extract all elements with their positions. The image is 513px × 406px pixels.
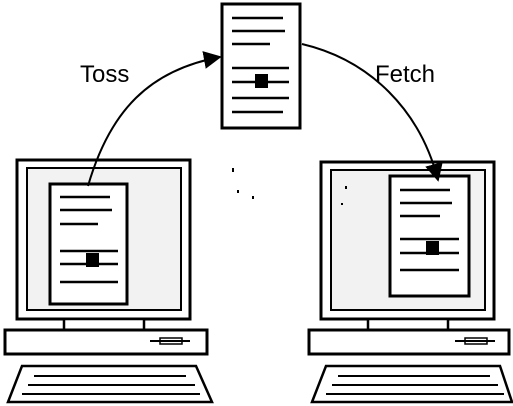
left-document-icon [48, 182, 129, 306]
right-keyboard-icon [310, 364, 513, 404]
fetch-arrow [301, 43, 443, 182]
transit-document-icon [220, 2, 302, 130]
scan-speck-marks [232, 168, 347, 205]
toss-label: Toss [80, 61, 129, 88]
right-document-icon [388, 174, 471, 298]
left-keyboard-icon [6, 364, 214, 404]
fetch-label: Fetch [375, 61, 435, 88]
toss-arrow [87, 51, 222, 187]
